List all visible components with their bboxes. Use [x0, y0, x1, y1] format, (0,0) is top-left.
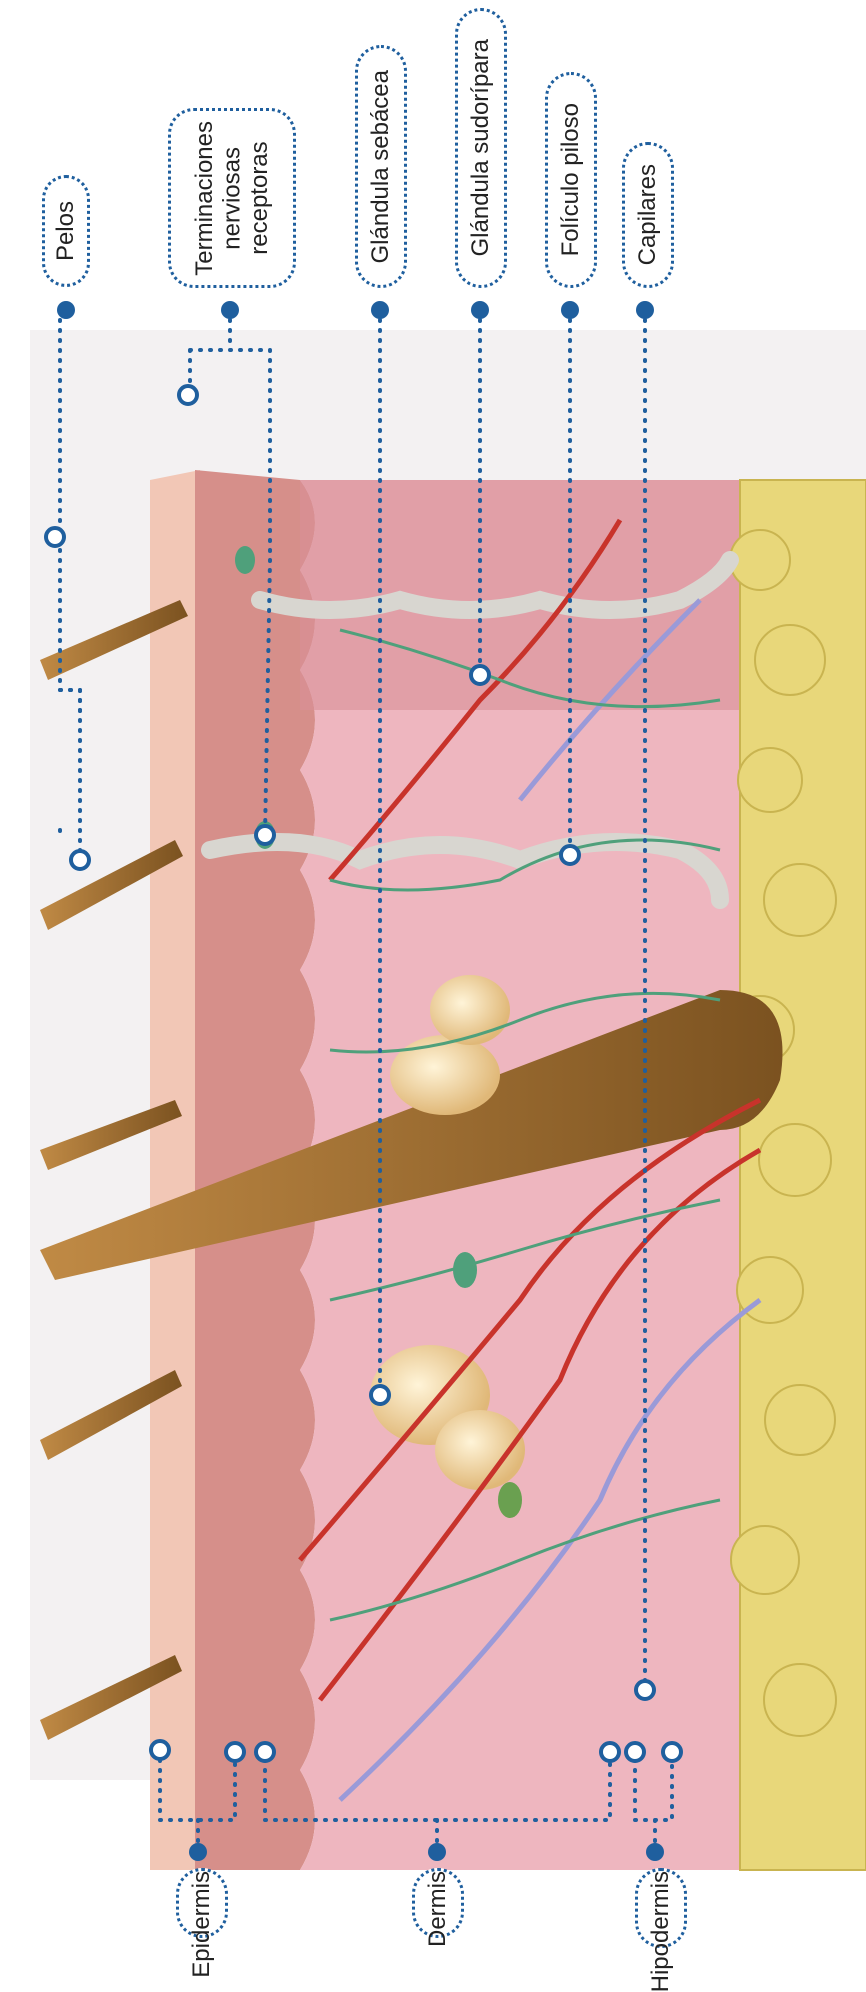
label-pelos: Pelos [42, 175, 90, 287]
label-epidermis: Epidermis [176, 1868, 228, 1938]
label-terminaciones-nerviosas: Terminaciones nerviosas receptoras [168, 108, 296, 288]
label-hipodermis: Hipodermis [635, 1868, 687, 1948]
hypodermis-fat [726, 480, 866, 1870]
label-glandula-sudoripara: Glándula sudorípara [455, 8, 507, 288]
label-capilares: Capilares [622, 142, 674, 288]
label-glandula-sebacea: Glándula sebácea [355, 45, 407, 288]
label-foliculo-piloso: Folículo piloso [545, 72, 597, 288]
skin-cross-section-illustration [0, 0, 866, 1952]
label-dermis: Dermis [412, 1868, 464, 1938]
sebaceous-gland-upper [390, 1035, 500, 1115]
